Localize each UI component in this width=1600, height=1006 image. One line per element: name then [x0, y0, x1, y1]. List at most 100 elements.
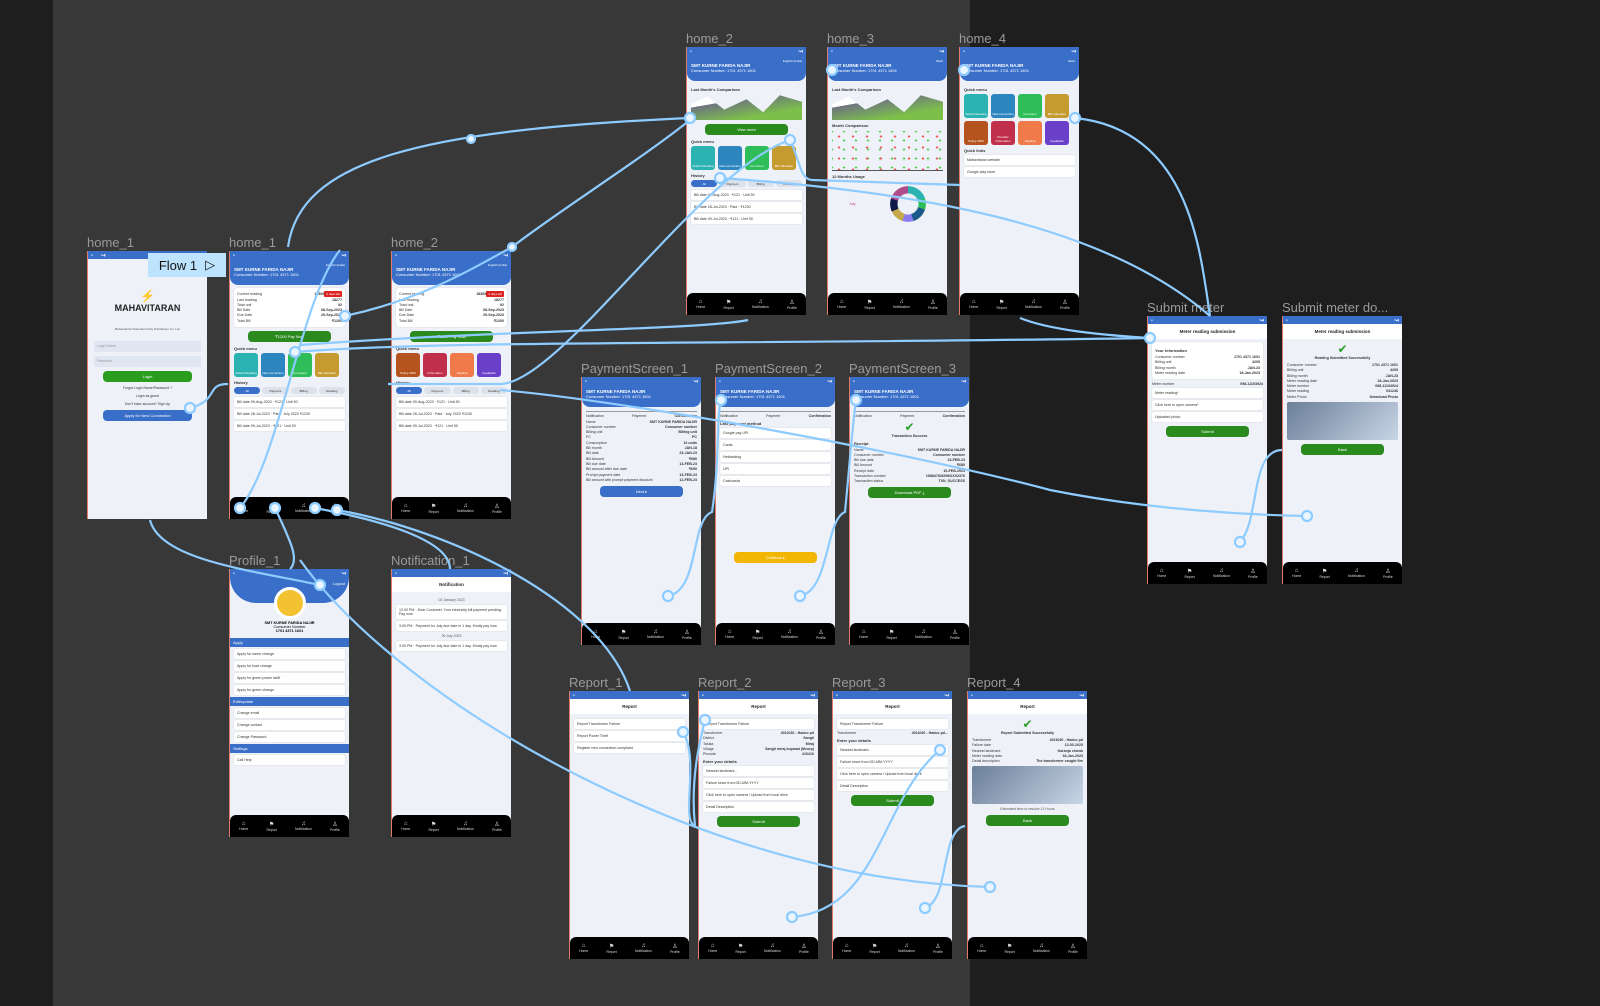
- list-item[interactable]: Report Transformer Failure: [837, 719, 948, 729]
- menu-item[interactable]: Apply for green power tariff: [234, 673, 345, 683]
- nav-report[interactable]: ⚑Report: [736, 943, 746, 954]
- nav-notification[interactable]: ♫Notification: [1033, 943, 1050, 953]
- nav-home[interactable]: ⌂Home: [401, 821, 410, 831]
- nav-profile[interactable]: ♙Profile: [330, 503, 340, 514]
- filter-chip[interactable]: Reading: [775, 180, 802, 187]
- nav-profile[interactable]: ♙Profile: [816, 629, 826, 640]
- filter-chip[interactable]: Reading: [318, 387, 345, 395]
- nav-home[interactable]: ⌂Home: [859, 629, 868, 639]
- action-button[interactable]: Submit: [716, 816, 801, 828]
- frame-label[interactable]: Submit meter do...: [1282, 300, 1389, 315]
- screen-frame-home-1[interactable]: ●▾▴▮English (India)SMT KURNE FARIDA NAJI…: [229, 251, 349, 519]
- nav-home[interactable]: ⌂Home: [725, 629, 734, 639]
- frame-label[interactable]: Submit meter: [1147, 300, 1225, 315]
- quick-menu-tile[interactable]: Bill Calculator: [1045, 94, 1069, 118]
- menu-item[interactable]: Apply for name change: [234, 649, 345, 659]
- screen-frame-report-4[interactable]: ●▾▴▮Report✔Report Submitted Successfully…: [967, 691, 1087, 959]
- list-item[interactable]: Nearest landmark...: [837, 745, 948, 755]
- action-button[interactable]: ₹1200 Pay Now: [247, 331, 332, 343]
- list-item[interactable]: Cards: [720, 440, 831, 451]
- filter-chip[interactable]: Billing: [290, 387, 317, 395]
- menu-item[interactable]: Apply for green change: [234, 685, 345, 695]
- list-item[interactable]: 3:05 PM · Payment for July due date in 1…: [396, 621, 507, 631]
- nav-profile[interactable]: ♙Profile: [787, 299, 797, 310]
- frame-label[interactable]: home_2: [686, 31, 733, 46]
- nav-report[interactable]: ⚑Report: [1185, 568, 1195, 579]
- list-item[interactable]: Failure since from DD-MM-YYYY: [703, 778, 814, 789]
- list-item[interactable]: Failure since from DD-MM-YYYY: [837, 757, 948, 767]
- nav-profile[interactable]: ♙Profile: [933, 943, 943, 954]
- nav-notification[interactable]: ♫Notification: [764, 943, 781, 953]
- quick-menu-tile[interactable]: Go Green: [288, 353, 312, 378]
- nav-notification[interactable]: ♫Notification: [295, 821, 312, 831]
- nav-home[interactable]: ⌂Home: [977, 943, 986, 953]
- quick-menu-tile[interactable]: Policy 2020: [396, 353, 420, 378]
- nav-home[interactable]: ⌂Home: [969, 299, 978, 309]
- quick-menu-tile[interactable]: Go Green: [1018, 94, 1042, 118]
- frame-label[interactable]: PaymentScreen_3: [849, 361, 956, 376]
- filter-chip[interactable]: Payment: [719, 180, 746, 187]
- list-item[interactable]: Report Transformer Failure: [703, 719, 814, 729]
- list-item[interactable]: Bill date 28-Jul-2023 · Paid · July 2023…: [396, 409, 507, 420]
- frame-label[interactable]: PaymentScreen_1: [581, 361, 688, 376]
- filter-chip[interactable]: Payment: [262, 387, 289, 395]
- quick-menu-tile[interactable]: Bill Calculator: [315, 353, 339, 378]
- list-item[interactable]: 3:05 PM · Payment for July due date in 1…: [396, 641, 507, 651]
- nav-home[interactable]: ⌂Home: [401, 503, 410, 513]
- nav-home[interactable]: ⌂Home: [591, 629, 600, 639]
- menu-item[interactable]: Change Password: [234, 732, 345, 742]
- nav-notification[interactable]: ♫Notification: [752, 299, 769, 309]
- menu-item[interactable]: Change email: [234, 708, 345, 718]
- quick-menu-tile[interactable]: New connection: [991, 94, 1015, 118]
- nav-home[interactable]: ⌂Home: [708, 943, 717, 953]
- nav-profile[interactable]: ♙Profile: [1383, 568, 1393, 579]
- list-item[interactable]: Click here to open camera / Upload from …: [837, 769, 948, 779]
- list-item[interactable]: Click here to open camera*: [1152, 400, 1263, 411]
- quick-menu-tile[interactable]: Provider Information: [991, 121, 1015, 145]
- action-button[interactable]: Submit: [1165, 426, 1250, 438]
- menu-item[interactable]: Apply for load change: [234, 661, 345, 671]
- nav-notification[interactable]: ♫Notification: [915, 629, 932, 639]
- frame-label[interactable]: home_4: [959, 31, 1006, 46]
- password-input[interactable]: Password: [94, 356, 201, 367]
- quick-menu-tile[interactable]: Submit Reading: [234, 353, 258, 378]
- signup-link[interactable]: Don't have account? Sign Up: [124, 402, 171, 406]
- guest-login[interactable]: Login as guest: [136, 394, 159, 398]
- nav-report[interactable]: ⚑Report: [753, 629, 763, 640]
- forgot-link[interactable]: Forgot Login Name/Password ?: [122, 386, 173, 390]
- quick-menu-tile[interactable]: Go Green: [745, 146, 769, 170]
- nav-notification[interactable]: ♫Notification: [457, 821, 474, 831]
- nav-notification[interactable]: ♫Notification: [1025, 299, 1042, 309]
- frame-label[interactable]: Notification_1: [391, 553, 470, 568]
- menu-item[interactable]: Change contact: [234, 720, 345, 730]
- action-button[interactable]: Continue ▸: [733, 552, 818, 564]
- nav-notification[interactable]: ♫Notification: [898, 943, 915, 953]
- nav-notification[interactable]: ♫Notification: [295, 503, 312, 513]
- list-item[interactable]: Meter reading*: [1152, 388, 1263, 399]
- frame-label[interactable]: Profile_1: [229, 553, 281, 568]
- nav-profile[interactable]: ♙Profile: [799, 943, 809, 954]
- frame-label[interactable]: Report_3: [832, 675, 886, 690]
- list-item[interactable]: Detail Description: [703, 802, 814, 813]
- nav-profile[interactable]: ♙Profile: [330, 821, 340, 832]
- frame-label[interactable]: Report_1: [569, 675, 623, 690]
- nav-notification[interactable]: ♫Notification: [1213, 568, 1230, 578]
- list-item[interactable]: Google play store: [964, 167, 1075, 177]
- list-item[interactable]: Bill date 09-Jul-2023 · ₹121 · Unit 50: [396, 421, 507, 432]
- frame-label[interactable]: home_2: [391, 235, 438, 250]
- quick-menu-tile[interactable]: Helpline: [450, 353, 474, 378]
- quick-menu-tile[interactable]: Submit Reading: [964, 94, 988, 118]
- frame-label[interactable]: PaymentScreen_2: [715, 361, 822, 376]
- nav-notification[interactable]: ♫Notification: [1348, 568, 1365, 578]
- quick-menu-tile[interactable]: New connection: [261, 353, 285, 378]
- nav-notification[interactable]: ♫Notification: [893, 299, 910, 309]
- frame-label[interactable]: home_1: [87, 235, 134, 250]
